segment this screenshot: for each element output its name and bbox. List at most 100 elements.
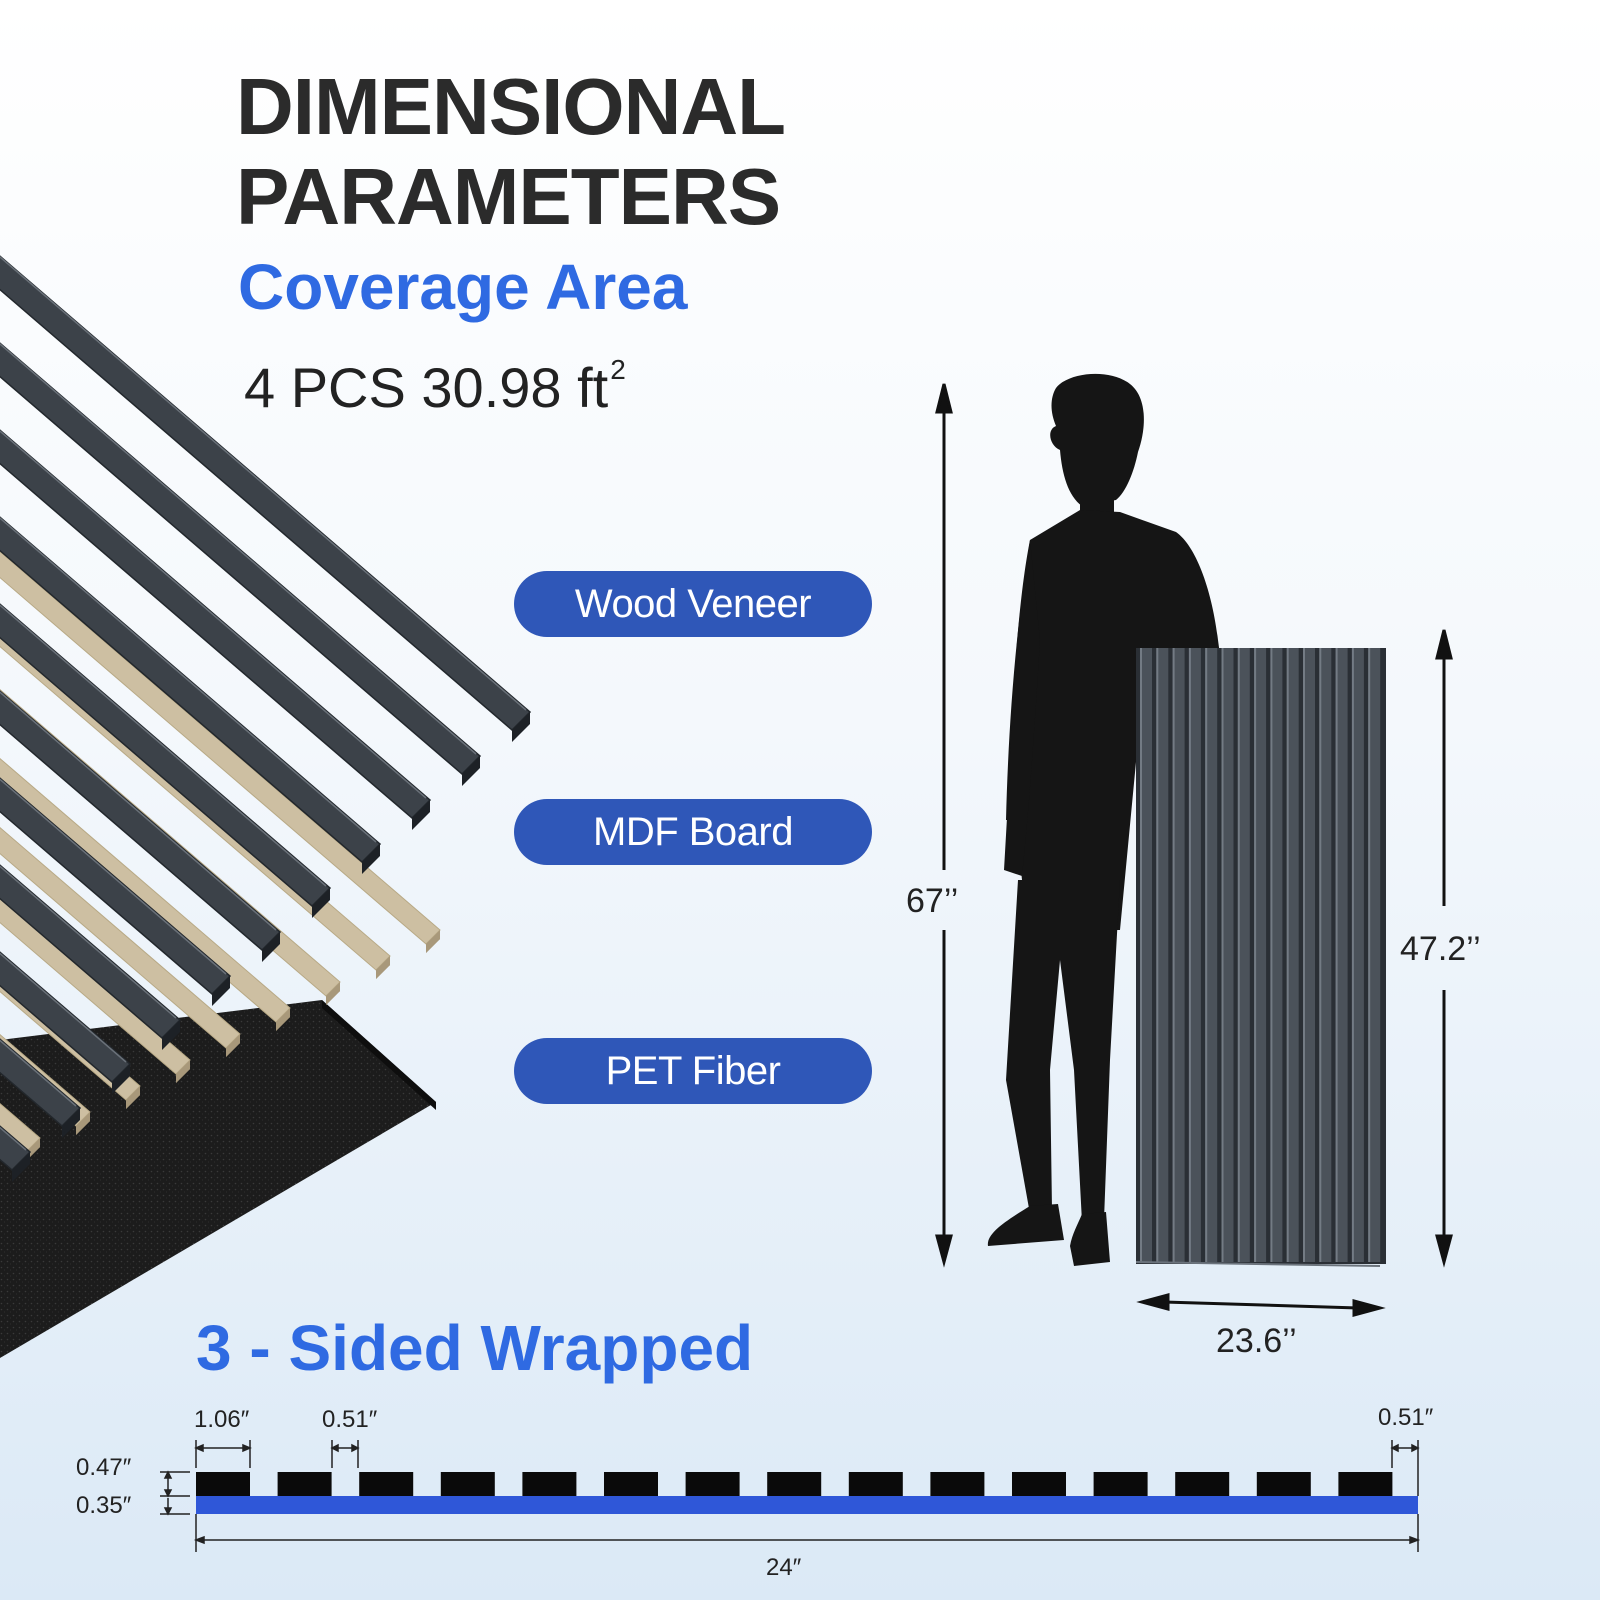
mdf-strip-edge [326,982,340,1006]
profile-slat [930,1472,985,1496]
title-line-2: PARAMETERS [236,152,781,241]
panel-slat-highlight [1270,648,1273,1262]
height-arrow-67 [935,383,953,1268]
pet-fiber-layer [0,1000,436,1358]
panel-slat-highlight [1188,648,1191,1262]
slat-width-label: 1.06″ [194,1406,250,1433]
coverage-unit-superscript: 2 [610,354,626,385]
coverage-value: 4 PCS 30.98 ft2 [244,340,626,418]
mdf-strip-edge [276,1008,290,1032]
panel-slat-highlight [1335,648,1338,1262]
panel-slat-highlight [1221,648,1224,1262]
mdf-strip-edge [126,1086,140,1110]
panel-slat-highlight [1319,648,1322,1262]
veneer-slat-highlight [0,517,377,843]
panel-slat [1140,648,1152,1262]
veneer-slat-highlight [0,952,127,1063]
veneer-slat-edge [62,1108,80,1138]
layer-label-mdf-board: MDF Board [514,799,872,865]
profile-slat [359,1472,414,1496]
gap-width-label: 0.51″ [322,1406,378,1433]
total-width-label: 24″ [766,1554,802,1581]
panel-slat [1351,648,1364,1262]
profile-slat [1012,1472,1066,1496]
panel-slat-highlight [1172,648,1175,1262]
layer-label-pet-fiber: PET Fiber [514,1038,872,1104]
panel-slat [1270,648,1283,1262]
panel-slat [1286,648,1299,1262]
panel-slat-highlight [1368,648,1371,1262]
mdf-strip-edge [76,1112,90,1136]
panel-slat-highlight [1286,648,1289,1262]
veneer-slat-edge [512,712,530,742]
profile-slat [767,1472,822,1496]
panel-slat [1237,648,1250,1262]
veneer-slat-edge [312,888,330,918]
veneer-slat-edge [262,932,280,962]
profile-slat [196,1472,250,1496]
veneer-slat-edge [362,844,380,874]
veneer-slat-edge [112,1064,130,1094]
mdf-strip-edge [226,1034,240,1058]
title-line-1: DIMENSIONAL [236,62,786,151]
veneer-slat-highlight [0,604,327,887]
acoustic-panel-front [1135,648,1386,1267]
veneer-slat-edge [12,1152,30,1182]
panel-slat-highlight [1303,648,1305,1262]
coverage-area-heading: Coverage Area [238,251,688,323]
panel-slat [1368,648,1381,1262]
panel-slat-highlight [1237,648,1240,1262]
profile-slat [522,1472,577,1496]
panel-slat [1172,648,1185,1262]
veneer-slat-highlight [0,255,527,711]
person-height-label: 67’’ [906,882,959,920]
veneer-slat-edge [162,1020,180,1050]
veneer-slat-edge [462,756,480,786]
profile-slat [277,1472,332,1496]
profile-slat [1256,1472,1311,1496]
veneer-slat-highlight [0,691,277,931]
profile-slat [1093,1472,1148,1496]
panel-slat [1205,648,1218,1262]
panel-width-label: 23.6’’ [1216,1322,1297,1360]
layer-label-wood-veneer: Wood Veneer [514,571,872,637]
coverage-value-text: 4 PCS 30.98 ft [244,356,609,419]
person-silhouette [987,373,1226,1266]
panel-slat [1303,648,1315,1262]
veneer-slat-highlight [0,865,177,1019]
panel-slat [1188,648,1201,1262]
panel-slat-highlight [1140,648,1142,1262]
page-title: DIMENSIONAL PARAMETERS [236,62,786,242]
profile-cross-section [160,1440,1421,1552]
mdf-strip-edge [426,930,440,954]
profile-slat [1175,1472,1230,1496]
panel-slat [1319,648,1332,1262]
exploded-panel-illustration [0,255,532,1358]
panel-slat [1335,648,1348,1262]
panel-slat [1254,648,1267,1262]
backing-strip [196,1496,1418,1514]
panel-slat-highlight [1156,648,1159,1262]
slat-thickness-label: 0.47″ [76,1454,132,1481]
veneer-slat-highlight [0,343,477,755]
profile-slat [440,1472,495,1496]
panel-slat [1156,648,1169,1262]
height-arrow-47 [1435,629,1453,1268]
mdf-strip-edge [376,956,390,980]
mdf-strip-edge [176,1060,190,1084]
veneer-slat-highlight [0,430,427,799]
panel-slat-highlight [1254,648,1257,1262]
profile-slat [1338,1472,1393,1496]
edge-gap-label: 0.51″ [1378,1404,1434,1431]
veneer-slat-edge [212,976,230,1006]
veneer-slat-highlight [0,778,227,975]
panel-slat-highlight [1205,648,1208,1262]
panel-slat [1221,648,1234,1262]
profile-slat [685,1472,740,1496]
veneer-slat-edge [412,800,430,830]
backing-thickness-label: 0.35″ [76,1492,132,1519]
profile-slat [604,1472,658,1496]
panel-height-label: 47.2’’ [1400,930,1481,968]
wood-veneer-layer [0,255,532,1182]
